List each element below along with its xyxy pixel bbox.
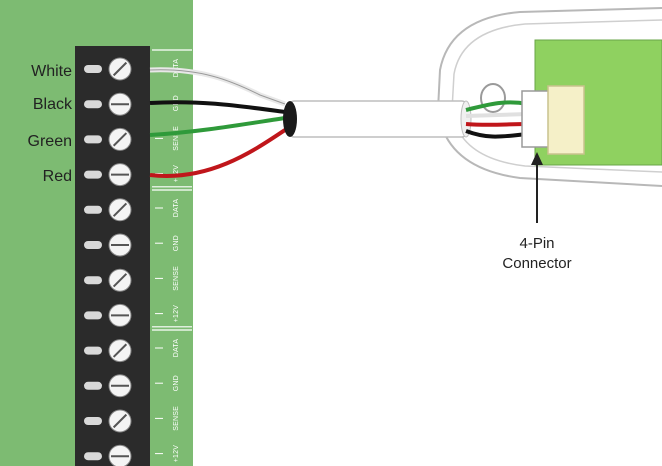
connector-callout-arrow xyxy=(531,152,543,223)
wire-white-right xyxy=(465,112,529,118)
wire-entry-slot xyxy=(84,346,102,355)
wire-label: Black xyxy=(33,96,73,113)
screw-slot xyxy=(112,61,128,77)
group-bracket xyxy=(152,189,192,328)
wire-red xyxy=(149,126,290,178)
screw-terminal-row xyxy=(84,268,132,292)
pin-label-group: DATA GND SENSE +12V xyxy=(152,329,192,462)
screw-terminal-row xyxy=(84,198,132,222)
wire-entry-slot xyxy=(84,276,102,285)
wire-entry-slot xyxy=(84,135,102,144)
pin-label-group: DATA GND SENSE +12V xyxy=(152,189,192,328)
screw-terminal-row xyxy=(84,444,132,466)
pin-label: GND xyxy=(173,235,180,251)
wire-entry-slot xyxy=(84,452,102,461)
screw-slot xyxy=(112,273,128,288)
screw-terminal-row xyxy=(84,127,132,151)
screw-terminal-row xyxy=(84,233,132,257)
pin-label: +12V xyxy=(173,445,180,462)
pin-label: SENSE xyxy=(173,126,180,151)
cable-jacket xyxy=(283,100,472,138)
four-pin-connector xyxy=(521,85,585,155)
screw-terminal-row xyxy=(84,374,132,398)
wire-entry-slot xyxy=(84,65,102,73)
wire-entry-slot xyxy=(84,311,102,320)
screw-terminals xyxy=(84,57,132,466)
screw-terminal-row xyxy=(84,339,132,363)
wire-green-right xyxy=(465,100,529,112)
screw-slot xyxy=(112,132,128,147)
screw-terminal-row xyxy=(84,409,132,433)
callout-line-2: Connector xyxy=(502,255,571,272)
pin-label: DATA xyxy=(173,199,180,218)
wire-entry-slot xyxy=(84,205,102,214)
wire-label: White xyxy=(31,63,72,80)
wire-red-right xyxy=(465,122,529,127)
wire-entry-slot xyxy=(84,100,102,109)
pin-label: DATA xyxy=(173,339,180,358)
wire-white-outline xyxy=(149,69,286,105)
pin-label: SENSE xyxy=(173,266,180,291)
wire-label: Green xyxy=(28,133,72,150)
group-bracket xyxy=(152,49,192,188)
wire-entry-slot xyxy=(84,170,102,179)
screw-slot xyxy=(112,343,128,358)
wire-label: Red xyxy=(43,168,72,185)
wire-black xyxy=(149,100,286,114)
pin-label: SENSE xyxy=(173,406,180,431)
wire-entry-slot xyxy=(84,381,102,390)
wires-left xyxy=(149,67,290,178)
screw-terminal-row xyxy=(84,92,132,116)
terminal-block xyxy=(75,46,150,466)
wire-entry-slot xyxy=(84,241,102,249)
screw-slot xyxy=(112,202,128,217)
group-bracket xyxy=(152,329,192,331)
wires-right xyxy=(465,100,529,139)
pin-label: +12V xyxy=(173,305,180,322)
pin-label: GND xyxy=(173,375,180,391)
wire-green xyxy=(149,116,286,137)
wire-entry-slot xyxy=(84,417,102,425)
screw-terminal-row xyxy=(84,163,132,187)
screw-terminal-row xyxy=(84,57,132,81)
pin-label: +12V xyxy=(173,165,180,182)
screw-terminal-row xyxy=(84,303,132,327)
screw-slot xyxy=(112,413,128,429)
callout-line-1: 4-Pin xyxy=(519,235,554,252)
wire-loop xyxy=(480,83,506,113)
wire-black-right xyxy=(465,129,529,139)
